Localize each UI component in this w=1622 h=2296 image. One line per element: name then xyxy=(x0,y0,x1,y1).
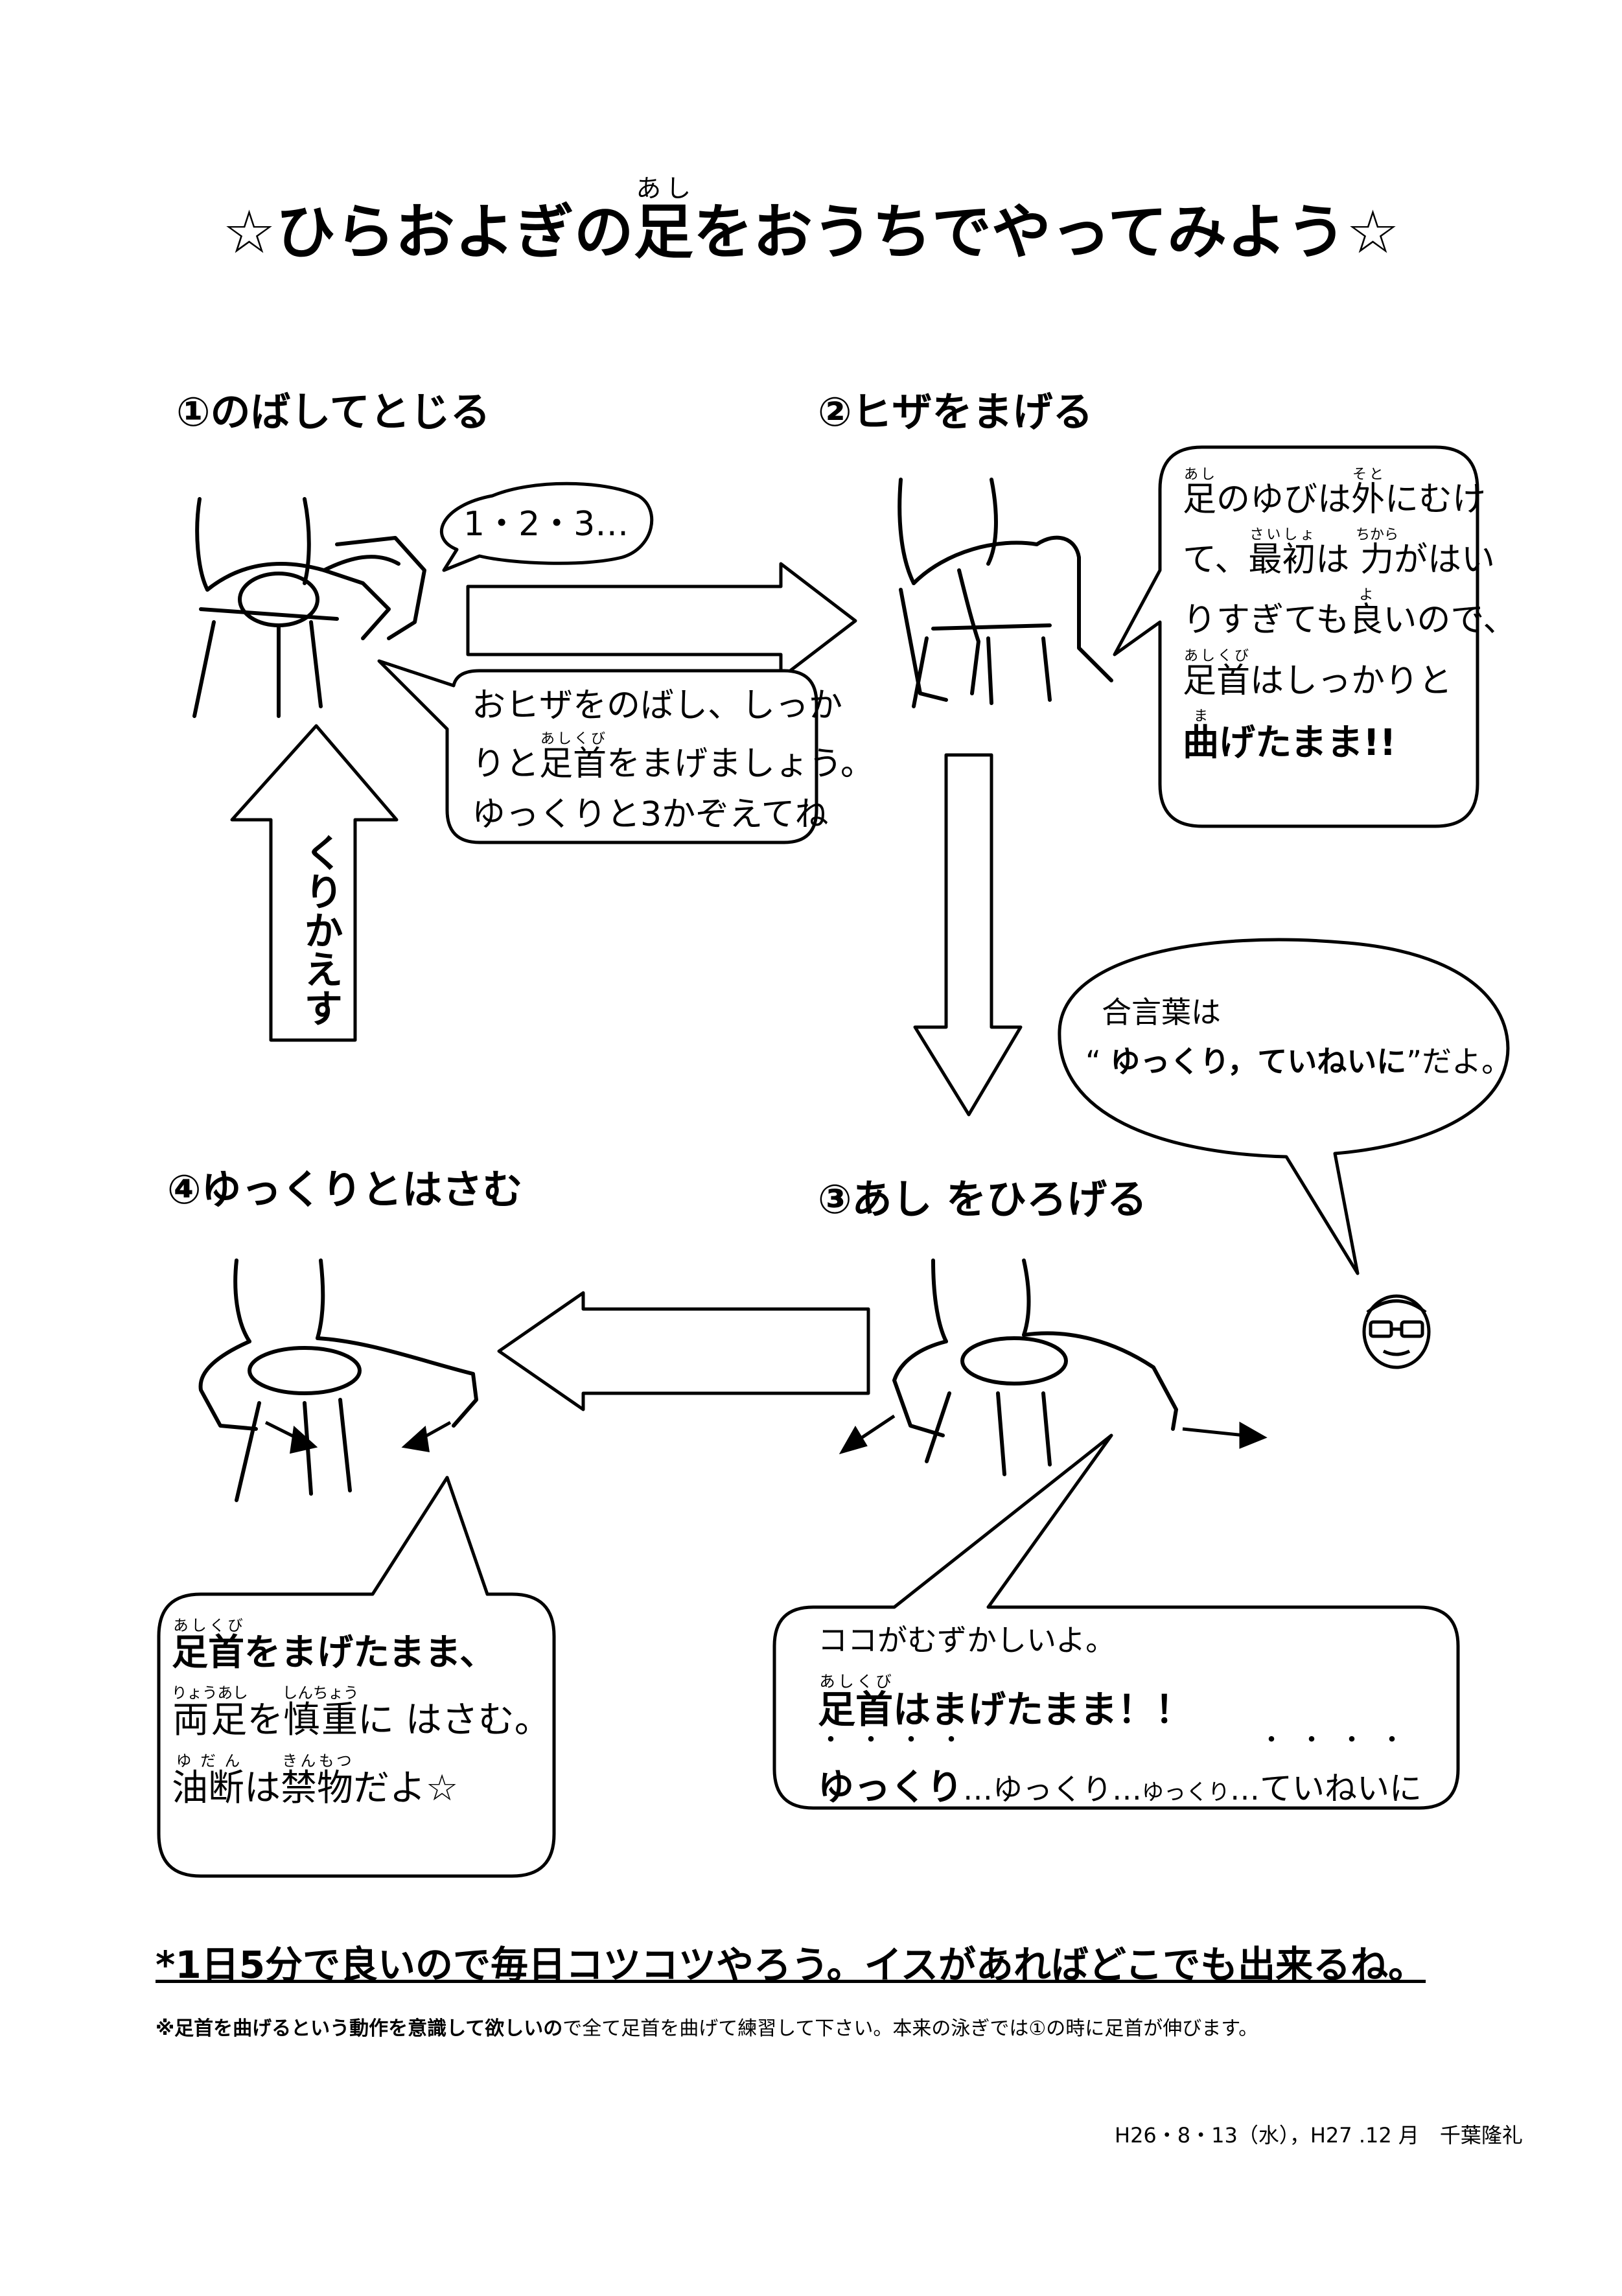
step4-note-bubble xyxy=(157,1476,556,1878)
step3-note-text: ココがむずかしいよ。 足首あしくびはまげたまま！！ ・・・・ ・・・・ ゆっくり… xyxy=(818,1623,1422,1809)
arrow-up-icon xyxy=(230,724,399,1042)
arrow-in-right-icon xyxy=(290,1426,318,1454)
count-text: 1・2・3… xyxy=(463,505,629,544)
aikotoba-bubble xyxy=(1058,938,1510,1275)
step1-note-bubble xyxy=(377,659,818,844)
figure-step4 xyxy=(198,1258,478,1502)
count-bubble xyxy=(439,481,654,572)
arrow-in-left-icon xyxy=(401,1426,430,1453)
star-icon: ☆ xyxy=(222,198,276,267)
step3-heading: ③あし をひろげる xyxy=(818,1176,1148,1223)
arrow-left-icon xyxy=(497,1291,870,1411)
arrow-out-left-icon xyxy=(839,1426,868,1455)
teacher-face-icon xyxy=(1362,1294,1431,1369)
signature: H26・8・13（水），H27 .12 月 千葉隆礼 xyxy=(1115,2123,1523,2148)
arrow-down-icon xyxy=(913,753,1023,1117)
daily-practice-line: *1日5分で良いので毎日コツコツやろう。イスがあればどこでも出来るね。 xyxy=(156,1943,1426,1987)
step1-heading: ①のばしてとじる xyxy=(176,388,491,435)
step4-note-text: 足首あしくびをまげたまま、 両足りょうあしを慎重しんちょうに はさむ。 油断ゆだ… xyxy=(172,1616,551,1809)
title-kanji: 足あし xyxy=(633,174,693,267)
step2-note-bubble xyxy=(1113,445,1479,828)
star-icon: ☆ xyxy=(1346,198,1400,267)
figure-step2 xyxy=(898,478,1113,708)
figure-step1 xyxy=(192,497,426,718)
page-title: ☆ひらおよぎの足あしをおうちでやってみよう☆ xyxy=(222,174,1400,267)
step2-heading: ②ヒザをまげる xyxy=(818,388,1093,435)
step4-heading: ④ゆっくりとはさむ xyxy=(167,1166,523,1213)
step3-note-bubble xyxy=(772,1433,1460,1810)
arrow-out-right-icon xyxy=(1239,1421,1268,1449)
arrow-right-icon xyxy=(466,562,857,680)
footnote: ※足首を曲げるという動作を意識して欲しいので全て足首を曲げて練習して下さい。本来… xyxy=(156,2017,1258,2040)
aikotoba-text: 合言葉は “ ゆっくり，ていねいに”だよ。 xyxy=(1085,995,1512,1079)
step1-note-text: おヒザをのばし、しっか りと足首あしくびをまげましょう。 ゆっくりと3かぞえてね xyxy=(472,686,874,834)
step2-note-text: 足あしのゆびは外そとにむけ て、最初さいしょは 力ちからがはい りすぎても良よい… xyxy=(1183,467,1517,764)
figure-step3 xyxy=(892,1258,1178,1476)
repeat-label: くりかえす xyxy=(297,833,343,1027)
